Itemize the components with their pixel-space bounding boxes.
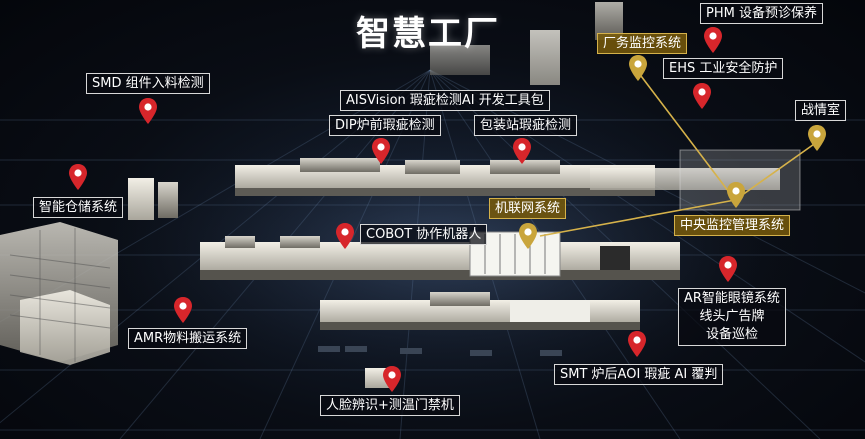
production-line-lower: [318, 292, 640, 388]
label-factory-monitor: 厂务监控系统: [597, 33, 688, 54]
page-title: 智慧工厂: [356, 14, 500, 54]
map-pin-icon[interactable]: [335, 222, 355, 250]
facility-blocks-top: [430, 2, 623, 85]
label-ar-line3: 设备巡检: [705, 327, 758, 342]
map-pin-icon[interactable]: [726, 181, 746, 209]
label-aisvision: AISVision 瑕疵检测AI 开发工具包: [340, 90, 550, 111]
label-ehs: EHS 工业安全防护: [663, 58, 784, 79]
label-iot: 机联网系统: [489, 198, 567, 219]
connector-lines: [539, 71, 818, 237]
map-pin-icon[interactable]: [518, 222, 538, 250]
map-pin-icon[interactable]: [718, 255, 738, 283]
label-face: 人脸辨识+测温门禁机: [320, 395, 460, 416]
label-smt: SMT 炉后AOI 瑕疵 AI 覆判: [554, 364, 724, 385]
map-pin-icon[interactable]: [628, 54, 648, 82]
map-pin-icon[interactable]: [138, 97, 158, 125]
production-line-middle: [200, 231, 680, 280]
label-dip: DIP炉前瑕疵检测: [329, 115, 441, 136]
label-central: 中央监控管理系统: [674, 215, 791, 236]
label-cobot: COBOT 协作机器人: [360, 224, 488, 245]
label-amr: AMR物料搬运系统: [128, 328, 248, 349]
label-warehouse: 智能仓储系统: [33, 197, 124, 218]
map-pin-icon[interactable]: [692, 82, 712, 110]
label-ar-line2: 线头广告牌: [699, 309, 765, 324]
label-smd: SMD 组件入料检测: [86, 73, 210, 94]
map-pin-icon[interactable]: [627, 330, 647, 358]
production-line-top: [235, 149, 801, 211]
label-ar: AR智能眼镜系统 线头广告牌 设备巡检: [678, 288, 786, 346]
label-phm: PHM 设备预诊保养: [700, 3, 823, 24]
map-pin-icon[interactable]: [807, 124, 827, 152]
map-pin-icon[interactable]: [173, 296, 193, 324]
label-packing: 包装站瑕疵检测: [474, 115, 578, 136]
label-war-room: 战情室: [795, 100, 847, 121]
warehouse-racks: [0, 178, 178, 365]
label-ar-line1: AR智能眼镜系统: [684, 291, 780, 306]
map-pin-icon[interactable]: [382, 365, 402, 393]
map-pin-icon[interactable]: [512, 137, 532, 165]
map-pin-icon[interactable]: [703, 26, 723, 54]
map-pin-icon[interactable]: [68, 163, 88, 191]
map-pin-icon[interactable]: [371, 137, 391, 165]
